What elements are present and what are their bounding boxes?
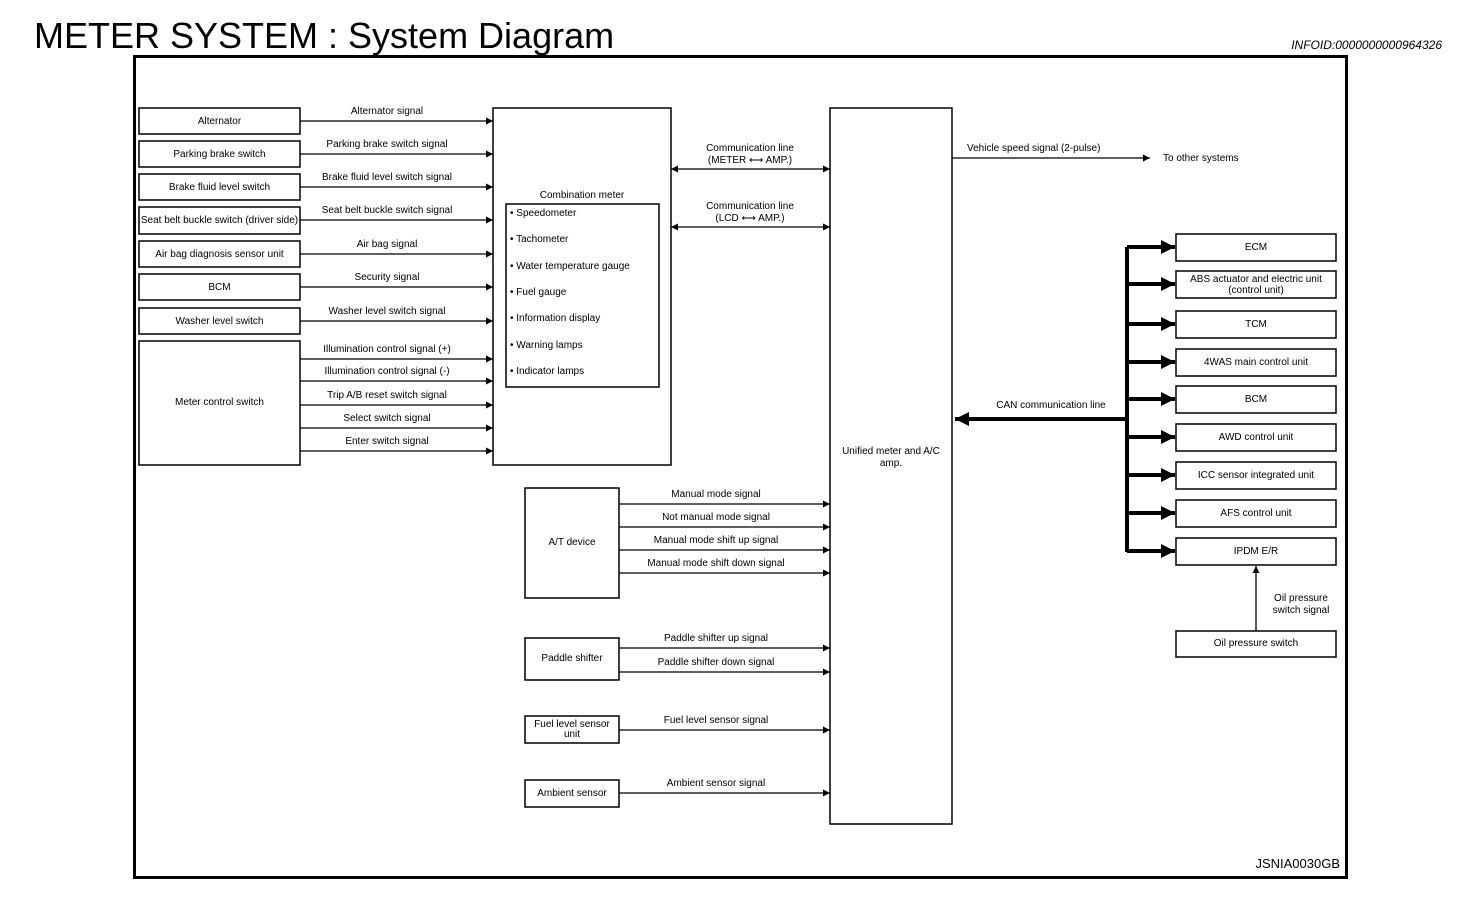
can-unit-box	[1175, 385, 1337, 414]
comm-line-2-label: Communication line	[706, 201, 794, 212]
combination-meter-item: • Fuel gauge	[510, 287, 567, 298]
oil-pressure-switch-label: Oil pressure switch	[1213, 638, 1299, 649]
fuel-level-sensor-label: Fuel level sensor unit	[534, 718, 610, 740]
can-unit-box	[1175, 233, 1337, 262]
left-signal-label: Seat belt buckle switch signal	[321, 205, 453, 216]
combination-meter-item: • Speedometer	[510, 208, 577, 219]
paddle-shifter-box	[524, 637, 620, 681]
left-input-label: Brake fluid level switch	[168, 181, 271, 193]
left-signal-label: Security signal	[354, 272, 420, 283]
diagram-frame	[133, 55, 1348, 879]
left-signal-label: Air bag signal	[356, 239, 418, 250]
left-input-label: Parking brake switch	[173, 148, 266, 160]
combination-meter-item: • Information display	[510, 313, 601, 324]
can-unit-label: AFS control unit	[1220, 508, 1292, 519]
can-unit-label: BCM	[1244, 394, 1268, 405]
left-input-label: Seat belt buckle switch (driver side)	[140, 215, 299, 226]
left-input-label: BCM	[208, 281, 231, 293]
left-input-label: Washer level switch	[175, 315, 264, 327]
left-signal-label: Parking brake switch signal	[326, 139, 448, 150]
ambient-sensor-label: Ambient sensor	[537, 787, 607, 799]
sensor-signal-label: Ambient sensor signal	[666, 778, 766, 789]
can-unit-box	[1175, 270, 1337, 299]
can-unit-label: TCM	[1245, 319, 1267, 330]
device-signal-label: Manual mode shift up signal	[653, 535, 779, 546]
can-unit-box	[1175, 423, 1337, 452]
can-unit-label: AWD control unit	[1218, 432, 1294, 443]
left-input-label: Alternator	[197, 115, 242, 127]
combination-meter-item: • Tachometer	[510, 234, 569, 245]
can-unit-box	[1175, 348, 1337, 377]
can-unit-label: ABS actuator and electric unit (control …	[1190, 273, 1322, 296]
oil-pressure-signal-label: Oil pressure switch signal	[1272, 593, 1330, 616]
other-systems-label: To other systems	[1163, 153, 1239, 164]
device-signal-label: Not manual mode signal	[662, 512, 770, 523]
comm-line-1-label: Communication line	[706, 143, 794, 154]
meter-switch-signal-label: Illumination control signal (-)	[324, 366, 450, 377]
can-unit-label: IPDM E/R	[1233, 546, 1279, 557]
can-unit-label: ICC sensor integrated unit	[1197, 470, 1315, 481]
combination-meter-item: • Warning lamps	[510, 340, 583, 351]
left-signal-label: Alternator signal	[350, 106, 424, 117]
combination-meter-item: • Indicator lamps	[510, 366, 585, 377]
left-input-box	[138, 107, 301, 135]
page-title: METER SYSTEM : System Diagram	[34, 15, 615, 56]
meter-switch-signal-label: Trip A/B reset switch signal	[327, 390, 447, 401]
comm-line-2-sub: (LCD ⟷ AMP.)	[715, 213, 785, 224]
device-signal-label: Manual mode shift down signal	[647, 558, 785, 569]
left-input-box	[138, 273, 301, 301]
oil-pressure-switch-box	[1175, 630, 1337, 658]
meter-switch-signal-label: Illumination control signal (+)	[323, 344, 451, 355]
vehicle-speed-signal-label: Vehicle speed signal (2-pulse)	[967, 143, 1101, 154]
combination-meter-title: Combination meter	[539, 190, 625, 201]
unified-meter-label: Unified meter and A/C amp.	[842, 446, 940, 469]
unified-meter-box	[829, 107, 953, 825]
info-id: INFOID:0000000000964326	[1291, 38, 1442, 52]
meter-control-switch-box	[138, 340, 301, 466]
left-signal-label: Washer level switch signal	[328, 306, 446, 317]
left-input-label: Air bag diagnosis sensor unit	[155, 248, 284, 260]
combination-meter-items-box	[505, 203, 660, 388]
can-unit-label: 4WAS main control unit	[1203, 357, 1309, 368]
at-device-label: A/T device	[548, 537, 596, 548]
can-unit-label: ECM	[1244, 242, 1268, 253]
meter-switch-signal-label: Select switch signal	[343, 413, 431, 424]
comm-line-1-sub: (METER ⟷ AMP.)	[707, 155, 793, 166]
device-signal-label: Manual mode signal	[671, 489, 761, 500]
fuel-level-sensor-box	[524, 715, 620, 744]
can-unit-box	[1175, 461, 1337, 490]
left-input-box	[138, 240, 301, 268]
can-unit-box	[1175, 310, 1337, 339]
paddle-shifter-label: Paddle shifter	[541, 653, 603, 664]
device-signal-label: Paddle shifter up signal	[664, 633, 768, 644]
at-device-box	[524, 487, 620, 599]
can-unit-box	[1175, 537, 1337, 566]
can-unit-box	[1175, 499, 1337, 528]
left-input-box	[138, 206, 301, 235]
meter-control-switch-label: Meter control switch	[175, 397, 264, 408]
combination-meter-item: • Water temperature gauge	[510, 261, 630, 272]
left-input-box	[138, 307, 301, 335]
sensor-signal-label: Fuel level sensor signal	[663, 715, 769, 726]
meter-switch-signal-label: Enter switch signal	[345, 436, 429, 447]
figure-id: JSNIA0030GB	[1255, 856, 1340, 871]
left-signal-label: Brake fluid level switch signal	[321, 172, 453, 183]
device-signal-label: Paddle shifter down signal	[657, 657, 775, 668]
can-line-label: CAN communication line	[996, 400, 1106, 411]
